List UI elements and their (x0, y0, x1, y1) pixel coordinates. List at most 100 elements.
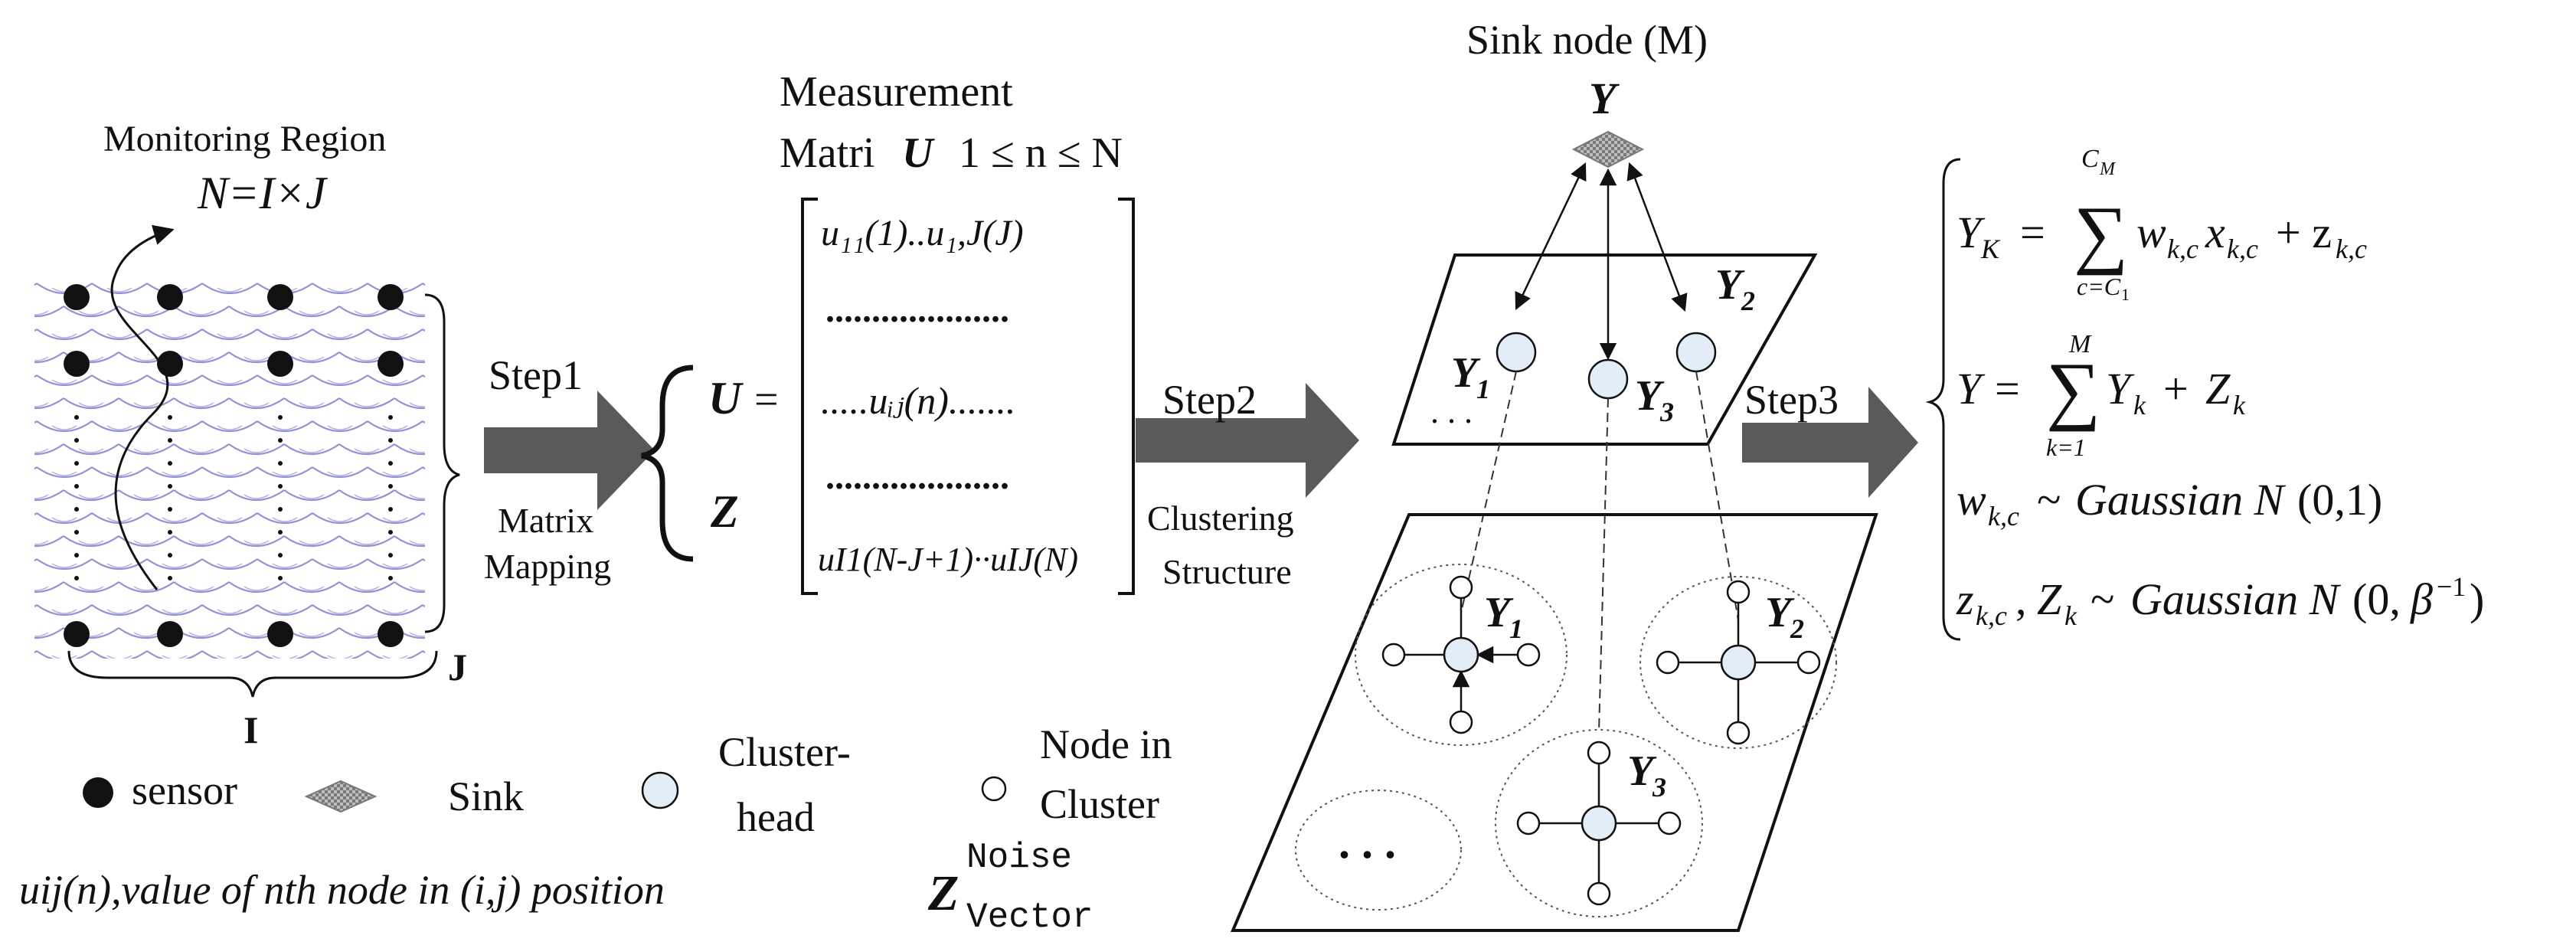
scale-arc (354, 402, 380, 407)
sensor-node (157, 284, 183, 310)
svg-text:Gaussian N: Gaussian N (2130, 574, 2342, 624)
scale-arc (382, 517, 408, 522)
label-I: I (244, 708, 258, 751)
scale-arc (91, 466, 148, 479)
cluster-member-node (1516, 643, 1541, 667)
scale-arc (312, 329, 368, 341)
sensor-dot (388, 576, 393, 580)
sensor-node (378, 351, 404, 377)
scale-arc (217, 517, 243, 522)
scale-arc (106, 379, 132, 384)
scale-arc (0, 656, 21, 659)
equations: Y K = ∑ C M c=C 1 w k,c x k,c + z k,c Y … (1925, 145, 2484, 641)
matrix-eq: = (754, 376, 779, 423)
svg-text:w: w (2136, 208, 2166, 257)
upper-y2: Y (1715, 261, 1745, 309)
scale-arc (299, 632, 325, 637)
sensor-dot (388, 553, 393, 558)
cluster-head-node (1443, 636, 1479, 673)
legend-noise-sym: Z (927, 865, 959, 921)
scale-arc (422, 558, 425, 562)
svg-text:~: ~ (2091, 574, 2114, 624)
step1-sub1: Matrix (498, 501, 593, 540)
scale-arc (173, 443, 230, 456)
scale-arc (272, 379, 298, 384)
scale-arc (327, 655, 353, 659)
sensor-dot (278, 576, 283, 580)
upper-y3: Y (1635, 372, 1665, 420)
svg-text:−1: −1 (2437, 571, 2466, 602)
scale-arc (162, 609, 188, 614)
scale-arc (133, 632, 159, 637)
scale-arc (188, 494, 214, 499)
scale-arc (382, 563, 408, 568)
legend-sink: Sink (448, 773, 524, 819)
sensor-dot (278, 507, 283, 512)
scale-arc (51, 563, 77, 568)
scale-arc (367, 466, 423, 479)
sink-layer: Sink node (M) Y Y 1 Y 3 Y 2 . . . (1391, 17, 1818, 446)
scale-arc (257, 512, 313, 525)
scale-arc (449, 536, 505, 546)
scale-arc (34, 402, 49, 407)
scale-arc (201, 466, 258, 479)
matrix-bracket-right (1118, 198, 1135, 595)
equation-1: Y K = ∑ C M c=C 1 w k,c x k,c + z k,c (1957, 145, 2367, 304)
scale-arc (36, 420, 93, 433)
scale-arc (257, 420, 313, 433)
svg-text:k,c: k,c (2227, 234, 2258, 264)
scale-arc (146, 558, 203, 571)
scale-arc (394, 443, 425, 456)
step3-arrow (1742, 387, 1918, 498)
step1-arrow (484, 391, 655, 510)
scale-arc (382, 379, 408, 384)
scale-arc (409, 494, 425, 499)
scale-arc (438, 334, 463, 338)
svg-text:M: M (2099, 159, 2117, 179)
scale-arc (201, 329, 258, 341)
upper-y1: Y (1451, 349, 1481, 397)
scale-arc (106, 609, 132, 614)
upper-y2-sub: 2 (1741, 286, 1755, 316)
scale-arc (51, 655, 77, 659)
scale-arc (0, 518, 21, 522)
scale-arc (244, 586, 270, 591)
svg-text:(0,1): (0,1) (2297, 475, 2382, 525)
sensor-dot (278, 530, 283, 535)
scale-arc (34, 535, 64, 548)
scale-arc (354, 586, 380, 591)
sensor-node (378, 284, 404, 310)
scale-arc (338, 535, 395, 548)
sink-link-1 (1515, 162, 1587, 311)
scale-arc (188, 310, 214, 316)
cluster-head-icon (1587, 358, 1629, 400)
sensor-dot (168, 484, 172, 489)
sensor-dot (278, 438, 283, 443)
scale-arc (91, 650, 148, 659)
scale-arc (367, 558, 423, 571)
scale-arc (162, 333, 188, 338)
scale-arc (299, 586, 325, 591)
scale-arc (34, 352, 64, 364)
svg-text:Y: Y (1957, 364, 1986, 414)
scale-arc (118, 535, 175, 548)
scale-arc (465, 541, 489, 544)
cluster-member-node (1726, 580, 1751, 604)
scale-arc (409, 402, 425, 407)
sensor-node (378, 621, 404, 647)
cluster-head-node (1720, 644, 1757, 681)
scale-arc (106, 287, 132, 293)
scale-arc (257, 604, 313, 616)
cluster-member-node (1449, 575, 1473, 600)
scale-arc (0, 334, 21, 338)
svg-text:∑: ∑ (2074, 191, 2128, 276)
scale-arc (299, 402, 325, 407)
scale-arc (36, 466, 93, 479)
scale-arc (327, 517, 353, 522)
scale-arc (228, 443, 285, 456)
scale-arc (146, 374, 203, 387)
scale-arc (382, 471, 408, 476)
cluster-head-node (1581, 805, 1617, 842)
legend-noise-2: Vector (966, 898, 1093, 937)
